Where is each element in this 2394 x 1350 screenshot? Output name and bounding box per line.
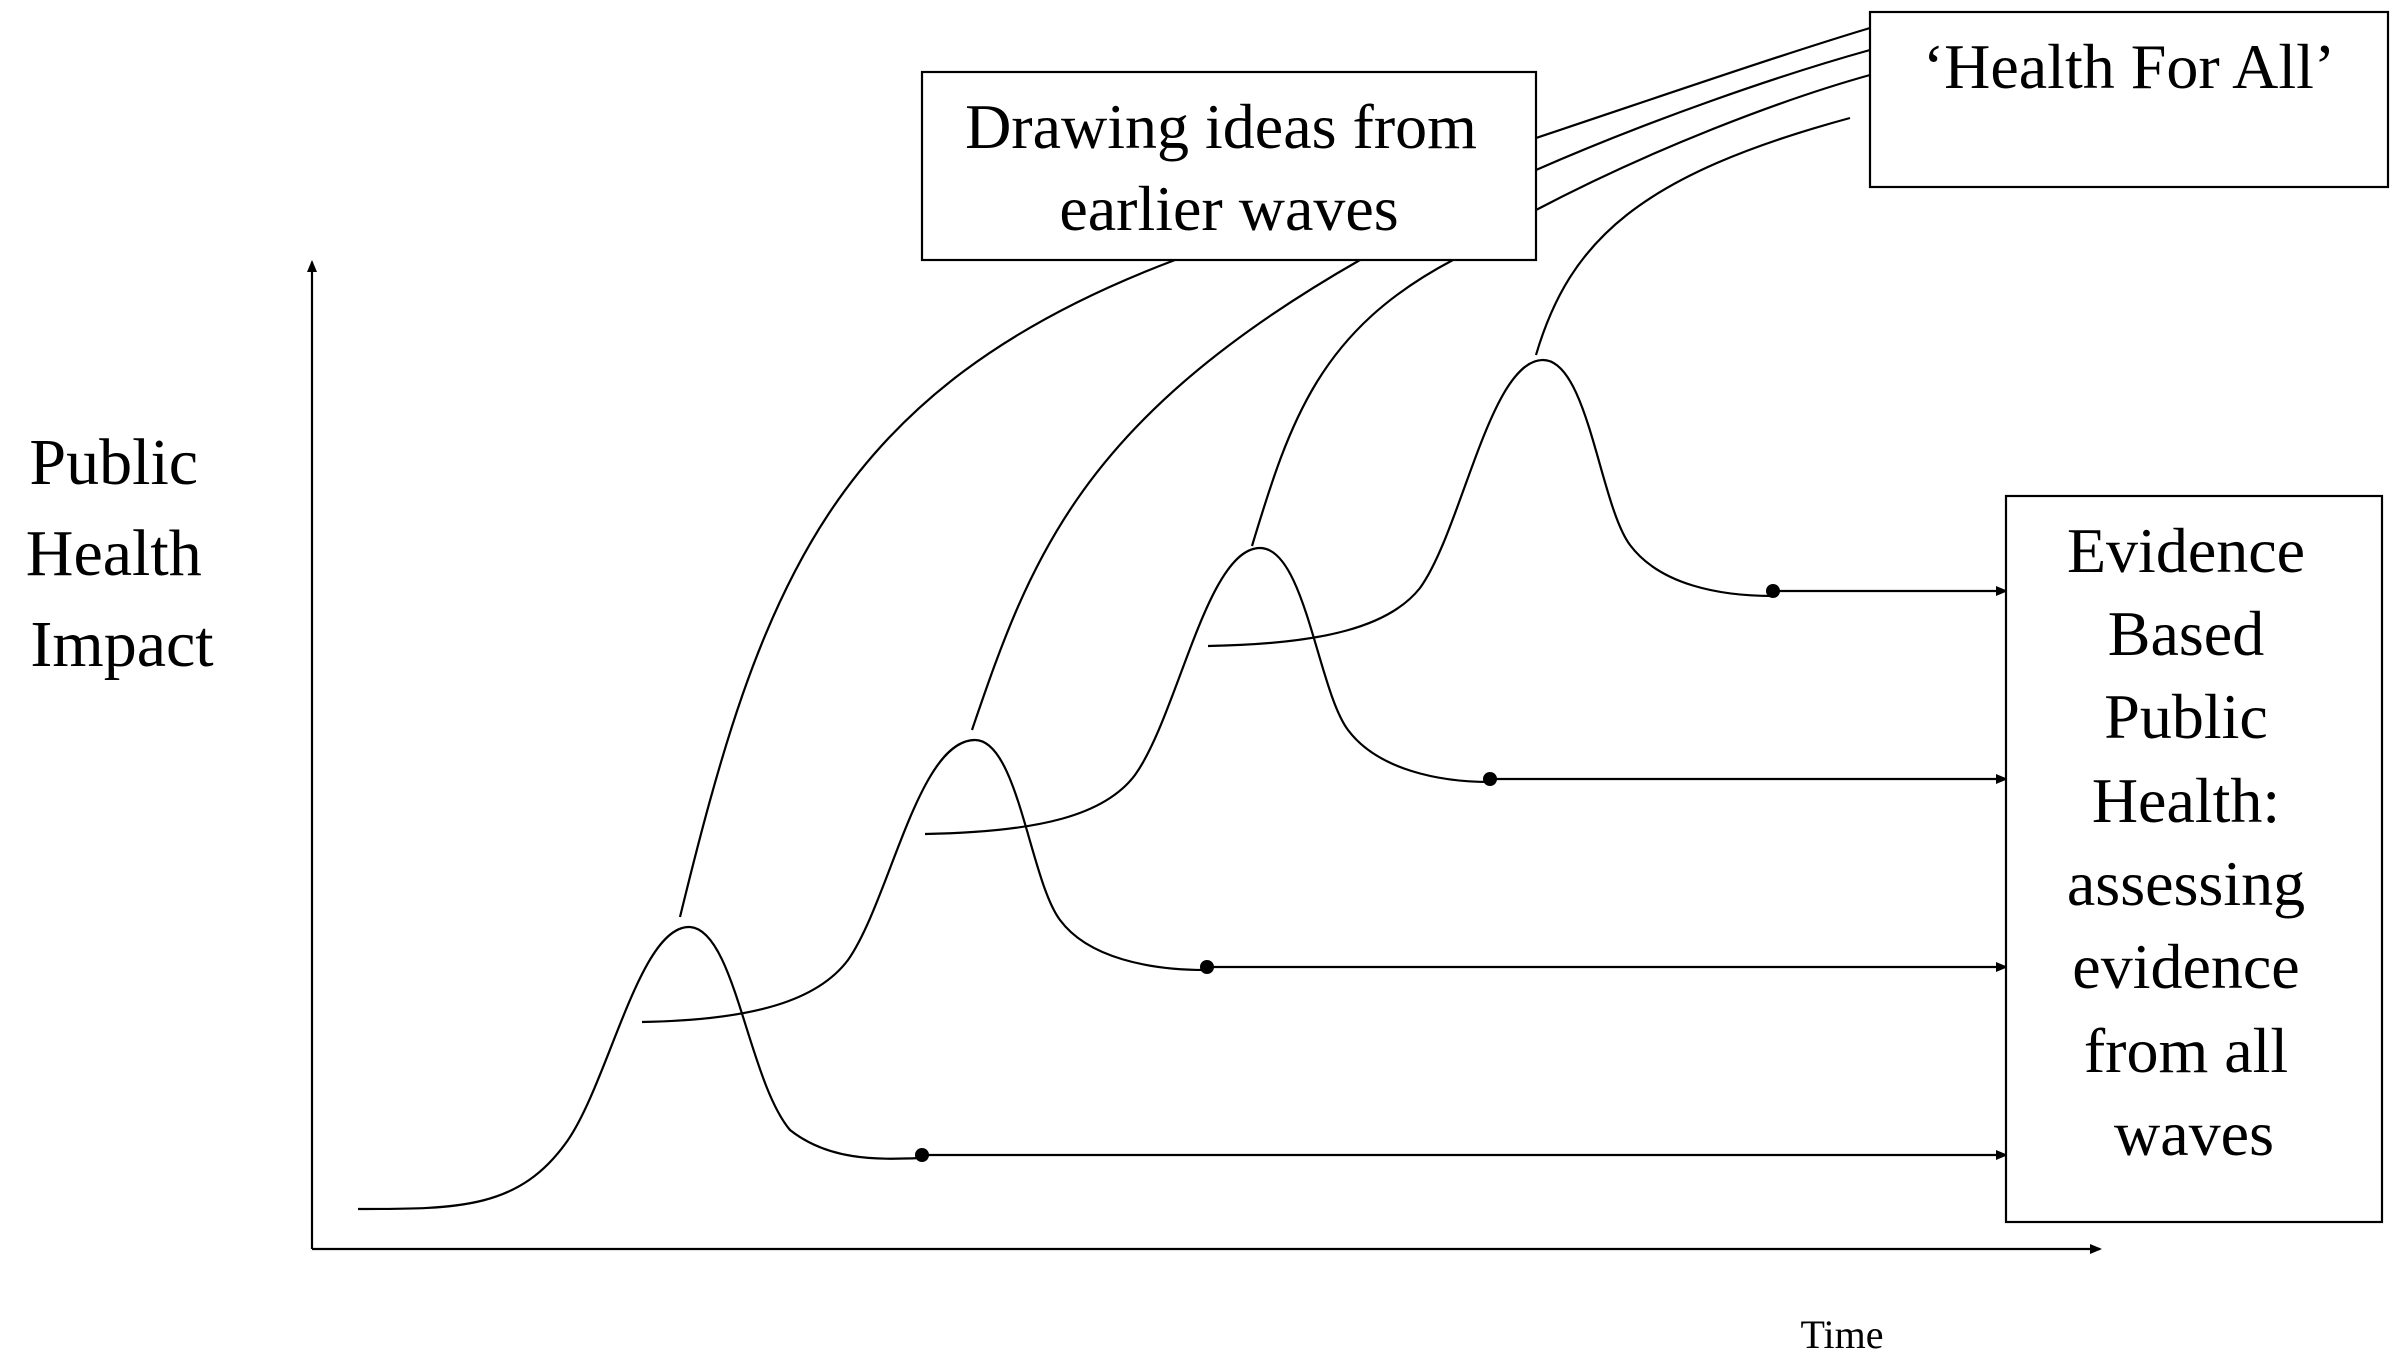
drawing-ideas-box [920, 70, 1538, 262]
wave-curve-1 [357, 925, 921, 1211]
evidence-based-line: Health: [2092, 765, 2280, 836]
evidence-based-line: Based [2108, 598, 2264, 669]
connector-wave-4-health-for-all [1534, 116, 1851, 356]
y-axis-label: Public Health Impact [26, 426, 218, 681]
connector-drawing-to-health-1 [1535, 26, 1871, 140]
drawing-ideas-text: Drawing ideas from earlier waves [965, 91, 1493, 244]
connector-wave-3-drawing-ideas [1250, 259, 1454, 547]
evidence-based-line: waves [2114, 1098, 2274, 1169]
x-axis-label: Time [1800, 1312, 1883, 1350]
health-for-all-box [1868, 10, 2390, 189]
evidence-based-line: assessing [2067, 848, 2305, 919]
connector-drawing-to-health-2 [1535, 48, 1871, 172]
connector-wave-1-drawing-ideas [678, 258, 1176, 918]
wave-dot-4 [1766, 584, 1780, 598]
connector-wave-2-drawing-ideas [970, 259, 1361, 731]
evidence-based-line: evidence [2072, 931, 2299, 1002]
evidence-based-line: Public [2104, 681, 2268, 752]
wave-dot-3 [1483, 772, 1497, 786]
y-axis-label-line: Health [26, 517, 202, 590]
drawing-ideas-line: Drawing ideas from [965, 91, 1477, 162]
wave-curve-2 [641, 738, 1206, 1024]
evidence-based-line: Evidence [2067, 515, 2305, 586]
y-axis-label-line: Public [29, 426, 198, 499]
health-for-all-text: ‘Health For All’ [1923, 31, 2335, 102]
evidence-based-line: from all [2084, 1015, 2288, 1086]
wave-dot-2 [1200, 960, 1214, 974]
connector-drawing-to-health-3 [1535, 73, 1871, 211]
wave-dot-1 [915, 1148, 929, 1162]
evidence-based-box [2004, 494, 2384, 1224]
evidence-based-text: Evidence Based Public Health: assessing … [2067, 515, 2321, 1169]
y-axis-label-line: Impact [30, 608, 213, 681]
wave-curve-3 [924, 546, 1491, 836]
drawing-ideas-line: earlier waves [1059, 173, 1398, 244]
wave-curve-4 [1207, 358, 1774, 648]
